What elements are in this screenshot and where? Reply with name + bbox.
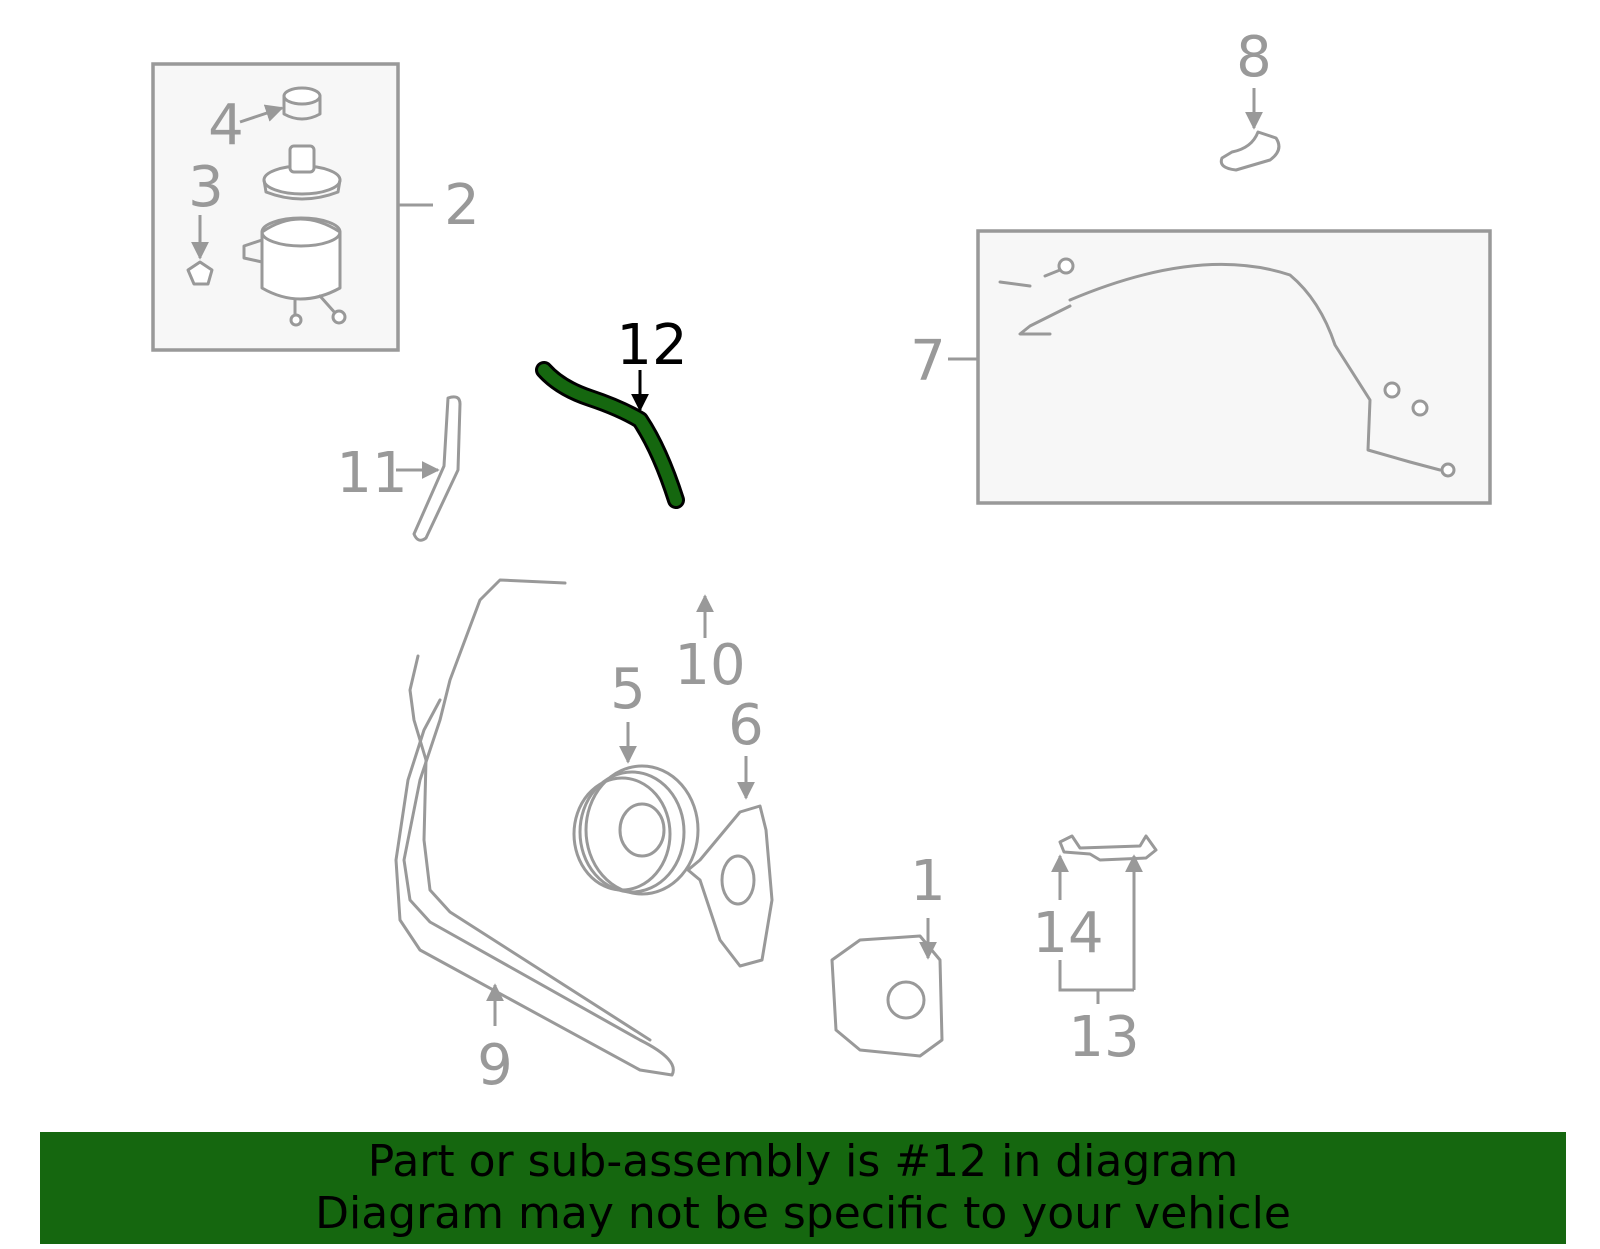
- bracket-6-shape: [686, 804, 774, 968]
- bracket-part-8: [1219, 88, 1281, 172]
- hose-part-10: [614, 569, 830, 638]
- cooler-line-a: [394, 578, 675, 1077]
- hose-11-shape: [412, 395, 462, 542]
- callout-9: 9: [477, 1033, 513, 1098]
- cap-seal-body: [282, 94, 322, 121]
- bracket-part-6: [686, 756, 774, 968]
- callout-12: 12: [616, 313, 687, 378]
- pulley-hub: [618, 802, 666, 858]
- callout-11: 11: [336, 441, 407, 506]
- pressure-hose-tip: [1440, 462, 1456, 478]
- cooler-line-b: [408, 654, 652, 1042]
- pump-port: [886, 980, 926, 1020]
- banner-line-2: Diagram may not be specific to your vehi…: [315, 1188, 1291, 1239]
- pulley-groove-1: [578, 770, 686, 894]
- callout-10: 10: [674, 633, 745, 698]
- pressure-hose-group: [948, 229, 1492, 505]
- cap-seal-part: [282, 86, 322, 106]
- cooler-lines-part-9: [394, 578, 675, 1077]
- reservoir-bracket: [242, 238, 264, 264]
- callout-7: 7: [910, 329, 946, 394]
- reservoir-assembly-group: [151, 62, 433, 352]
- pump-inlet-fill: [849, 853, 873, 943]
- reservoir-cap-rim: [262, 178, 342, 201]
- pulley-part-5: [572, 722, 700, 896]
- callout-4-arrow: [239, 104, 284, 124]
- callout-13-bracket: [1058, 960, 1134, 992]
- reservoir-nipple-end: [331, 309, 347, 325]
- hose-10-fill: [614, 569, 830, 636]
- bracket-8-shape: [1219, 130, 1281, 172]
- reservoir-body: [260, 217, 342, 301]
- hose-12-fill: [538, 364, 682, 506]
- pressure-hose-oring-2: [1383, 381, 1401, 399]
- reservoir-cap-top: [288, 144, 316, 174]
- banner-line-1: Part or sub-assembly is #12 in diagram: [367, 1136, 1239, 1187]
- pulley-groove-2: [572, 776, 672, 892]
- pressure-hose-end: [1018, 304, 1072, 336]
- callout-3: 3: [188, 155, 224, 220]
- pump-part-1: [830, 853, 944, 1058]
- callout-1: 1: [910, 849, 946, 914]
- reservoir-top-rim: [260, 216, 342, 248]
- info-banner: Part or sub-assembly is #12 in diagram D…: [40, 1132, 1566, 1244]
- hose-part-11: [396, 395, 462, 542]
- bracket-14-shape: [1058, 834, 1158, 862]
- callout-6: 6: [728, 693, 764, 758]
- pressure-hose-fittings: [998, 268, 1062, 288]
- pulley-outer: [584, 764, 700, 896]
- pressure-hose-oring-3: [1411, 399, 1429, 417]
- bracket-6-hole: [720, 854, 756, 906]
- bracket-parts-13-14: [1051, 834, 1158, 1004]
- pressure-hose-oring: [1057, 257, 1075, 275]
- callout-2: 2: [444, 173, 480, 238]
- callout-4: 4: [208, 93, 244, 158]
- callout-14: 14: [1032, 901, 1103, 966]
- hose-part-12-highlighted: [535, 361, 685, 509]
- clip-part: [186, 260, 214, 286]
- pressure-hose-line: [1068, 262, 1442, 472]
- callout-13: 13: [1068, 1005, 1139, 1070]
- callout-5: 5: [610, 657, 646, 722]
- reservoir-nipple-end-2: [289, 313, 303, 327]
- callout-8: 8: [1236, 25, 1272, 90]
- pressure-hose-box: [976, 229, 1492, 505]
